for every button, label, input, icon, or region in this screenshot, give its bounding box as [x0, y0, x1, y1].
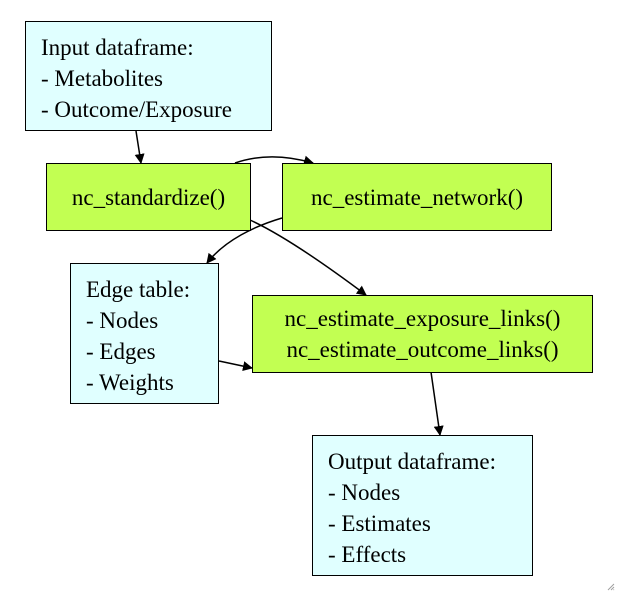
edge-standardize-to-network [234, 155, 314, 166]
node-line: - Nodes [86, 308, 159, 333]
node-line: nc_estimate_network() [310, 184, 524, 210]
edge-links-to-output [430, 371, 444, 436]
edge-input-to-standardize [134, 130, 145, 164]
node-line: - Edges [86, 339, 156, 364]
node-edge-table: Edge table: - Nodes - Edges - Weights [70, 263, 219, 404]
node-line: - Outcome/Exposure [41, 97, 232, 122]
edge-edgetable-to-links [218, 360, 253, 372]
resize-grip-icon[interactable] [607, 583, 615, 594]
node-nc-estimate-network: nc_estimate_network() [282, 163, 552, 231]
node-line: Edge table: [86, 277, 191, 302]
node-line: - Effects [328, 542, 407, 567]
node-line: nc_estimate_exposure_links() [284, 306, 561, 331]
node-line: - Metabolites [41, 66, 163, 91]
node-line: Output dataframe: [328, 449, 496, 474]
node-input-dataframe: Input dataframe: - Metabolites - Outcome… [25, 21, 272, 131]
node-line: - Weights [86, 370, 174, 395]
node-output-dataframe: Output dataframe: - Nodes - Estimates - … [312, 435, 533, 576]
node-line: - Estimates [328, 511, 431, 536]
edge-network-to-edgetable [206, 217, 283, 264]
node-line: nc_standardize() [71, 184, 226, 210]
node-line: Input dataframe: [41, 35, 194, 60]
edge-standardize-to-links [249, 219, 367, 296]
node-line: nc_estimate_outcome_links() [286, 337, 559, 362]
node-nc-standardize: nc_standardize() [46, 163, 251, 231]
node-nc-estimate-links: nc_estimate_exposure_links() nc_estimate… [252, 295, 593, 373]
node-line: - Nodes [328, 480, 401, 505]
